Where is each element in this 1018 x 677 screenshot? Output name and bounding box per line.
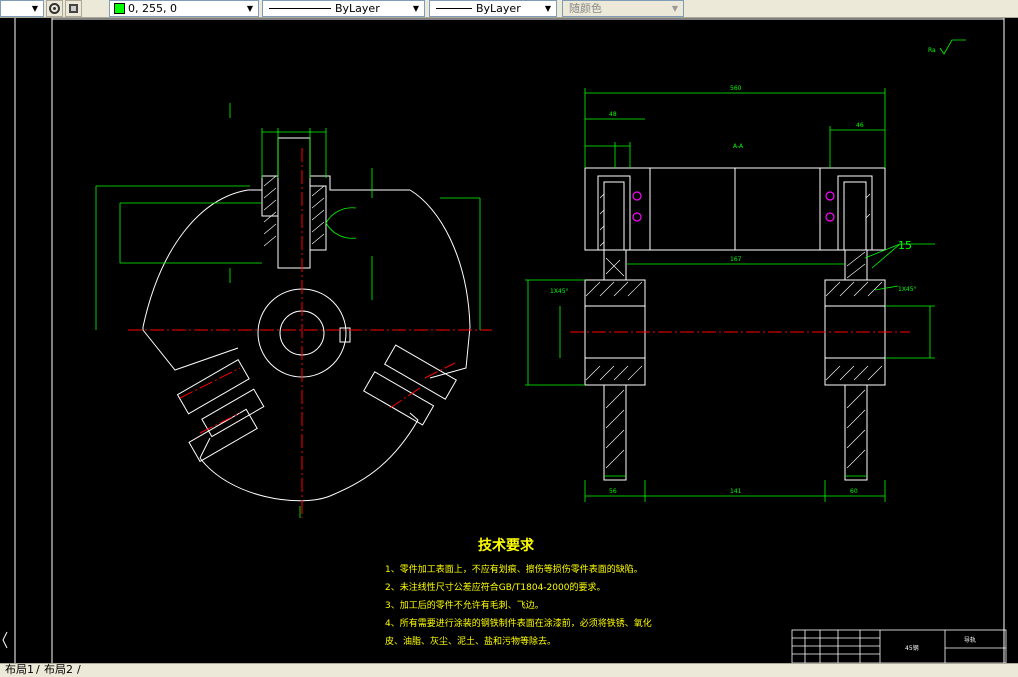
rail-side-view	[584, 167, 886, 481]
drawing-frame	[14, 18, 1005, 663]
dim-bottom-right: 60	[850, 488, 858, 495]
chevron-down-icon: ▼	[31, 4, 39, 13]
drawing-canvas[interactable]: 560 48 46 A-A 167 56 141 60 1X45° 1X45° …	[0, 18, 1018, 664]
roughness-label: Ra	[928, 47, 936, 54]
tab-separator: /	[36, 663, 40, 676]
plotstyle-dropdown[interactable]: 随颜色 ▼	[562, 0, 684, 17]
lineweight-preview	[436, 8, 472, 9]
chevron-down-icon: ▼	[246, 4, 254, 13]
dim-top-total: 560	[730, 85, 742, 92]
layer-states-button[interactable]	[65, 0, 82, 17]
hatch-right	[585, 193, 883, 469]
dim-left-part: 48	[609, 111, 617, 118]
title-block-name: 导轨	[964, 636, 976, 644]
lineweight-dropdown[interactable]: ByLayer ▼	[429, 0, 557, 17]
dimensions-left	[95, 103, 481, 518]
requirement-2: 2、未注线性尺寸公差应符合GB/T1804-2000的要求。	[385, 581, 605, 593]
tab-layout-1[interactable]: 布局1	[5, 663, 34, 676]
layout-tabs-bar: 布局1 / 布局2 /	[0, 663, 1018, 677]
weld-markers	[632, 191, 835, 222]
hatch-left	[263, 175, 325, 247]
linetype-text: ByLayer	[335, 2, 380, 15]
dimensions-right	[525, 88, 935, 502]
properties-toolbar: ▼ 0, 255, 0 ▼ ByLayer ▼ ByLayer ▼ 随颜色 ▼	[0, 0, 1018, 18]
requirement-5: 皮、油脂、灰尘、泥土、盐和污物等除去。	[385, 635, 556, 647]
requirement-3: 3、加工后的零件不允许有毛刺、飞边。	[385, 599, 544, 611]
chevron-down-icon: ▼	[412, 4, 420, 13]
title-block	[791, 629, 1007, 664]
dim-bottom-mid: 141	[730, 488, 742, 495]
cad-drawing[interactable]: 560 48 46 A-A 167 56 141 60 1X45° 1X45° …	[0, 18, 1018, 664]
title-block-material: 45钢	[905, 644, 919, 652]
tech-requirements-title: 技术要求	[478, 537, 535, 554]
tab-separator: /	[77, 663, 81, 676]
layer-settings-button[interactable]	[46, 0, 63, 17]
color-swatch	[114, 3, 125, 14]
weld-symbol-label: 15	[898, 239, 912, 252]
linetype-preview	[269, 8, 331, 9]
layers-icon	[69, 4, 78, 13]
dimension-labels: 560 48 46 A-A 167 56 141 60 1X45° 1X45° …	[550, 47, 936, 495]
chamfer-right: 1X45°	[898, 286, 917, 293]
dim-mid-length: 167	[730, 256, 742, 263]
dim-right-part: 46	[856, 122, 864, 129]
chevron-down-icon: ▼	[544, 4, 552, 13]
layer-dropdown[interactable]: ▼	[0, 0, 44, 17]
chamfer-left: 1X45°	[550, 288, 569, 295]
color-dropdown[interactable]: 0, 255, 0 ▼	[109, 0, 259, 17]
requirement-1: 1、零件加工表面上，不应有划痕、擦伤等损伤零件表面的缺陷。	[385, 563, 643, 575]
dim-bottom-left: 56	[609, 488, 617, 495]
plotstyle-text: 随颜色	[569, 2, 602, 15]
section-label: A-A	[733, 143, 744, 150]
linetype-dropdown[interactable]: ByLayer ▼	[262, 0, 425, 17]
tech-requirements-list: 1、零件加工表面上，不应有划痕、擦伤等损伤零件表面的缺陷。 2、未注线性尺寸公差…	[385, 563, 652, 647]
chevron-down-icon: ▼	[671, 4, 679, 13]
requirement-4: 4、所有需要进行涂装的钢铁制件表面在涂漆前，必须将铁锈、氧化	[385, 617, 652, 629]
lineweight-text: ByLayer	[476, 2, 521, 15]
roughness-symbol	[939, 39, 966, 55]
tab-layout-2[interactable]: 布局2	[44, 663, 73, 676]
gear-icon	[49, 3, 60, 14]
chuck-front-view	[142, 137, 471, 502]
ucs-icon	[2, 631, 8, 649]
centerlines-left	[128, 148, 492, 518]
color-value-text: 0, 255, 0	[128, 2, 177, 15]
